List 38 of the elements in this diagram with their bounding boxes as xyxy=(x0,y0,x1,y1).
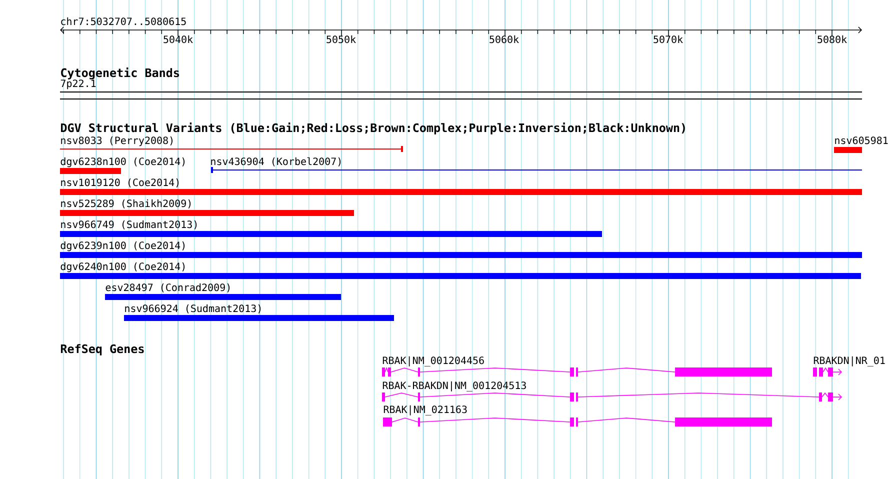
node-label: esv28497 (Conrad2009) xyxy=(106,283,230,292)
variant-feature: nsv966749 (Sudmant2013) xyxy=(60,220,602,237)
variant-feature: nsv8033 (Perry2008) xyxy=(60,136,403,152)
tick-label: 5060k xyxy=(490,35,519,44)
node-label: dgv6240n100 (Coe2014) xyxy=(60,262,185,272)
variant-feature: nsv966924 (Sudmant2013) xyxy=(124,304,394,321)
variant-feature: nsv1019120 (Coe2014) xyxy=(60,178,862,195)
node-label: nsv605981 xyxy=(835,136,888,144)
node-label: RBAK-RBAKDN|NM_001204513 xyxy=(382,381,526,392)
variant-feature: nsv605981 xyxy=(834,136,888,153)
tick-label: 5070k xyxy=(654,35,683,44)
variant-feature: dgv6239n100 (Coe2014) xyxy=(60,241,862,258)
variant-feature: dgv6240n100 (Coe2014) xyxy=(60,262,862,279)
node-label: dgv6238n100 (Coe2014) xyxy=(60,157,185,168)
variant-feature: dgv6238n100 (Coe2014) xyxy=(60,157,185,174)
variant-feature: esv28497 (Conrad2009) xyxy=(105,283,341,300)
track-heading: DGV Structural Variants (Blue:Gain;Red:Loss;Brown:Complex;Purple:Inversion;Black:Unknown) xyxy=(60,122,685,134)
band-label: 7p22.1 xyxy=(60,80,96,90)
node-label: RBAK|NM_021163 xyxy=(384,405,467,416)
tick-label: 5040k xyxy=(164,35,193,44)
node-label: nsv966749 (Sudmant2013) xyxy=(61,220,197,230)
gene-model: RBAKDN|NR_01 xyxy=(813,356,885,376)
node-label: nsv1019120 (Coe2014) xyxy=(61,178,179,188)
gene-model: RBAK-RBAKDN|NM_001204513 xyxy=(382,381,842,402)
variant-feature: nsv436904 (Korbel2007) xyxy=(211,157,862,173)
locus-label: chr7:5032707..5080615 xyxy=(61,17,186,26)
variant-feature: nsv525289 (Shaikh2009) xyxy=(60,199,354,216)
node-label: RBAK|NM_001204456 xyxy=(382,356,484,366)
node-label: dgv6239n100 (Coe2014) xyxy=(60,241,185,252)
tick-label: 5080k xyxy=(818,35,847,44)
node-label: nsv525289 (Shaikh2009) xyxy=(61,199,191,208)
track-heading: RefSeq Genes xyxy=(60,344,144,356)
track-heading: Cytogenetic Bands xyxy=(61,68,179,80)
tick-label: 5050k xyxy=(326,35,356,44)
node-label: nsv966924 (Sudmant2013) xyxy=(125,304,261,314)
gene-model: RBAK|NM_001204456 xyxy=(382,356,772,376)
node-label: RBAKDN|NR_01 xyxy=(814,356,885,366)
gene-model: RBAK|NM_021163 xyxy=(383,405,772,426)
